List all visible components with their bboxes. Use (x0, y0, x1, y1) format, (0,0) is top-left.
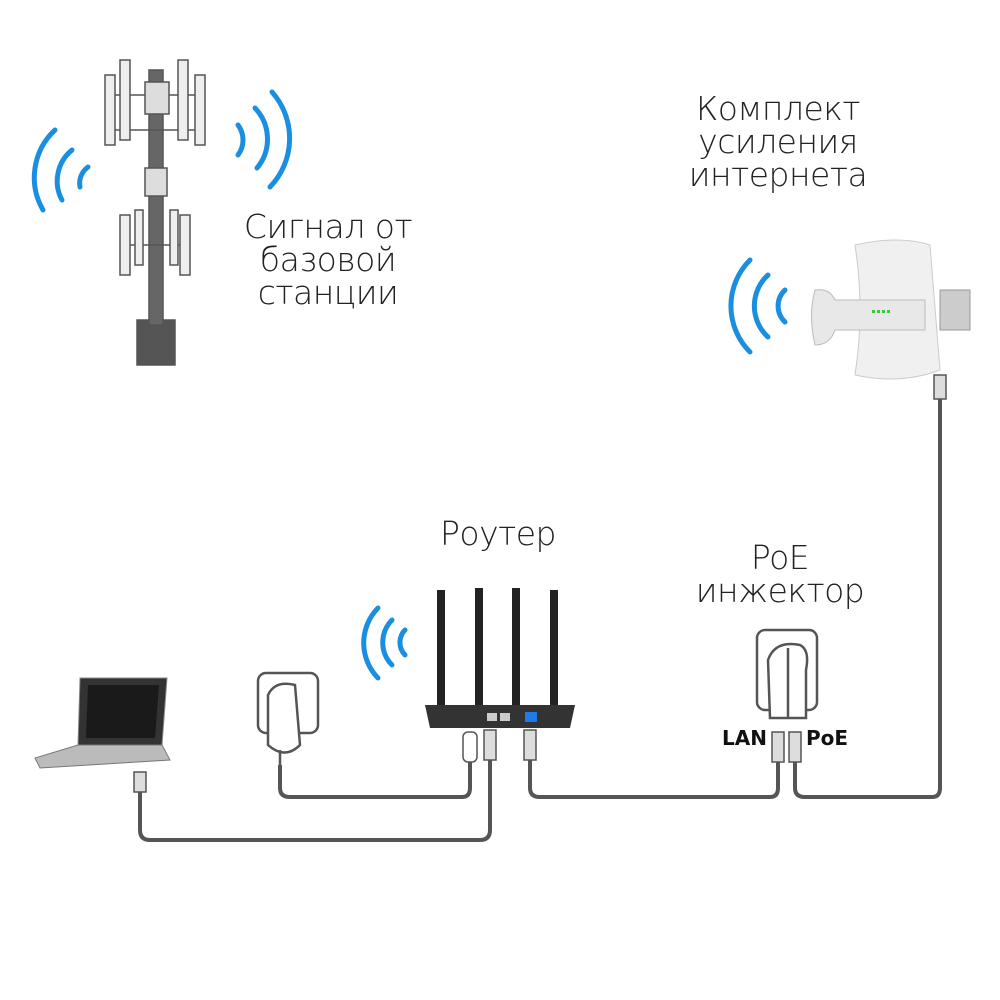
router (425, 588, 575, 728)
power-adapter (256, 671, 320, 765)
signal-waves (31, 89, 788, 681)
tower-label-line: Сигнал от (243, 207, 413, 246)
kit-label-line: Комплект (695, 89, 861, 128)
poe-injector (755, 628, 819, 720)
signal-icon (77, 164, 91, 190)
router-label: Роутер (440, 514, 556, 553)
injector-label-line: инжектор (695, 571, 865, 610)
rj45-connector (133, 771, 147, 793)
laptop (34, 677, 171, 769)
injector-label-line: PoE (750, 538, 810, 577)
tower-label-line: станции (257, 273, 399, 312)
rj45-connector (788, 731, 802, 763)
tower-label-line: базовой (259, 240, 397, 279)
rj45-connector (483, 729, 497, 761)
signal-icon (397, 627, 408, 658)
tower-label: Сигнал от базовой станции (243, 207, 413, 312)
signal-icon (775, 287, 788, 325)
cables (138, 395, 942, 842)
power-cable (278, 760, 472, 799)
rj45-connector (933, 374, 947, 400)
router-lan-cable (528, 760, 780, 799)
poe-port-label: PoE (806, 726, 849, 750)
kit-label: Комплект усиления интернета (688, 89, 868, 194)
poe-antenna-cable (793, 395, 942, 799)
dc-plug (462, 731, 478, 763)
lan-port-label: LAN (722, 726, 767, 750)
laptop-cable (138, 760, 492, 842)
outdoor-antenna (811, 239, 971, 380)
rj45-connector (523, 729, 537, 761)
signal-icon (235, 122, 246, 158)
cell-tower (104, 59, 206, 366)
connectors (133, 374, 947, 793)
kit-label-line: интернета (688, 155, 868, 194)
rj45-connector (771, 731, 785, 763)
injector-label: PoE инжектор (695, 538, 865, 610)
kit-label-line: усиления (698, 122, 858, 161)
